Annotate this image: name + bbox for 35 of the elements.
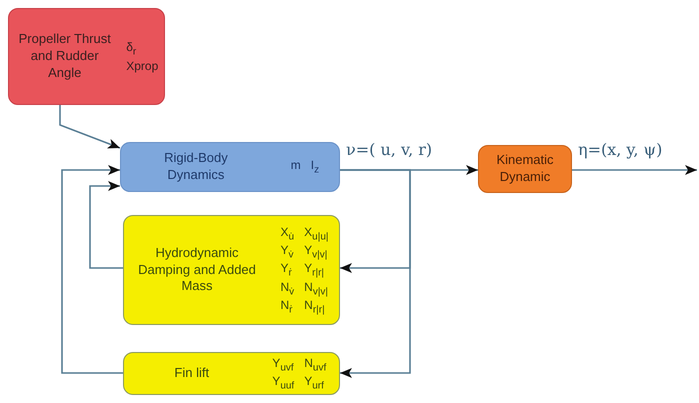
edge-label: η=(x, y, ψ): [578, 140, 662, 159]
arrow: [61, 165, 123, 374]
box-title: Fin lift: [173, 365, 210, 382]
box-title: Hydrodynamic Damping and Added Mass: [137, 244, 257, 296]
parameter-symbol: X$_{u̇}$: [280, 224, 294, 242]
parameter-symbol: m: [290, 158, 301, 174]
parameter-symbol: X$_{u|u|}$: [304, 224, 328, 242]
box-title: Rigid-Body Dynamics: [163, 150, 229, 184]
box-title: Kinematic Dynamic: [495, 152, 555, 186]
arrow: [89, 181, 123, 269]
edge-label: ν=( u, v, r): [346, 140, 432, 159]
process-box: [123, 215, 340, 325]
parameter-symbol: N$_{ṙ}$: [280, 298, 294, 316]
process-box: [120, 142, 340, 192]
parameter-symbol: I$_{z}$: [310, 158, 320, 176]
box-title: Propeller Thrust and Rudder Angle: [18, 31, 112, 82]
arrow: [340, 169, 411, 378]
parameter-symbol: Y$_{v|v|}$: [304, 242, 328, 260]
parameter-symbol: N$_{v̇}$: [280, 280, 294, 298]
parameter-symbol: N$_{uvf}$: [304, 356, 326, 373]
arrow: [59, 105, 120, 149]
parameter-symbol: Y$_{uuf}$: [272, 374, 294, 392]
parameter-symbol: Y$_{v̇}$: [280, 242, 294, 260]
parameter-symbol: N$_{r|r|}$: [304, 298, 326, 316]
input-box: [8, 8, 165, 105]
parameter-symbol: Y$_{r|r|}$: [304, 261, 326, 279]
parameter-symbol: Y$_{urf}$: [304, 374, 325, 392]
parameter-symbol: δ$_{r}$: [126, 40, 138, 58]
parameter-symbol: Xprop: [126, 58, 158, 73]
process-box: [478, 145, 572, 193]
parameter-symbol: N$_{v|v|}$: [304, 280, 328, 298]
process-box: [123, 352, 340, 395]
arrow: [572, 165, 697, 175]
parameter-symbol: Y$_{uvf}$: [272, 356, 294, 373]
parameter-symbol: Y$_{ṙ}$: [280, 261, 293, 279]
